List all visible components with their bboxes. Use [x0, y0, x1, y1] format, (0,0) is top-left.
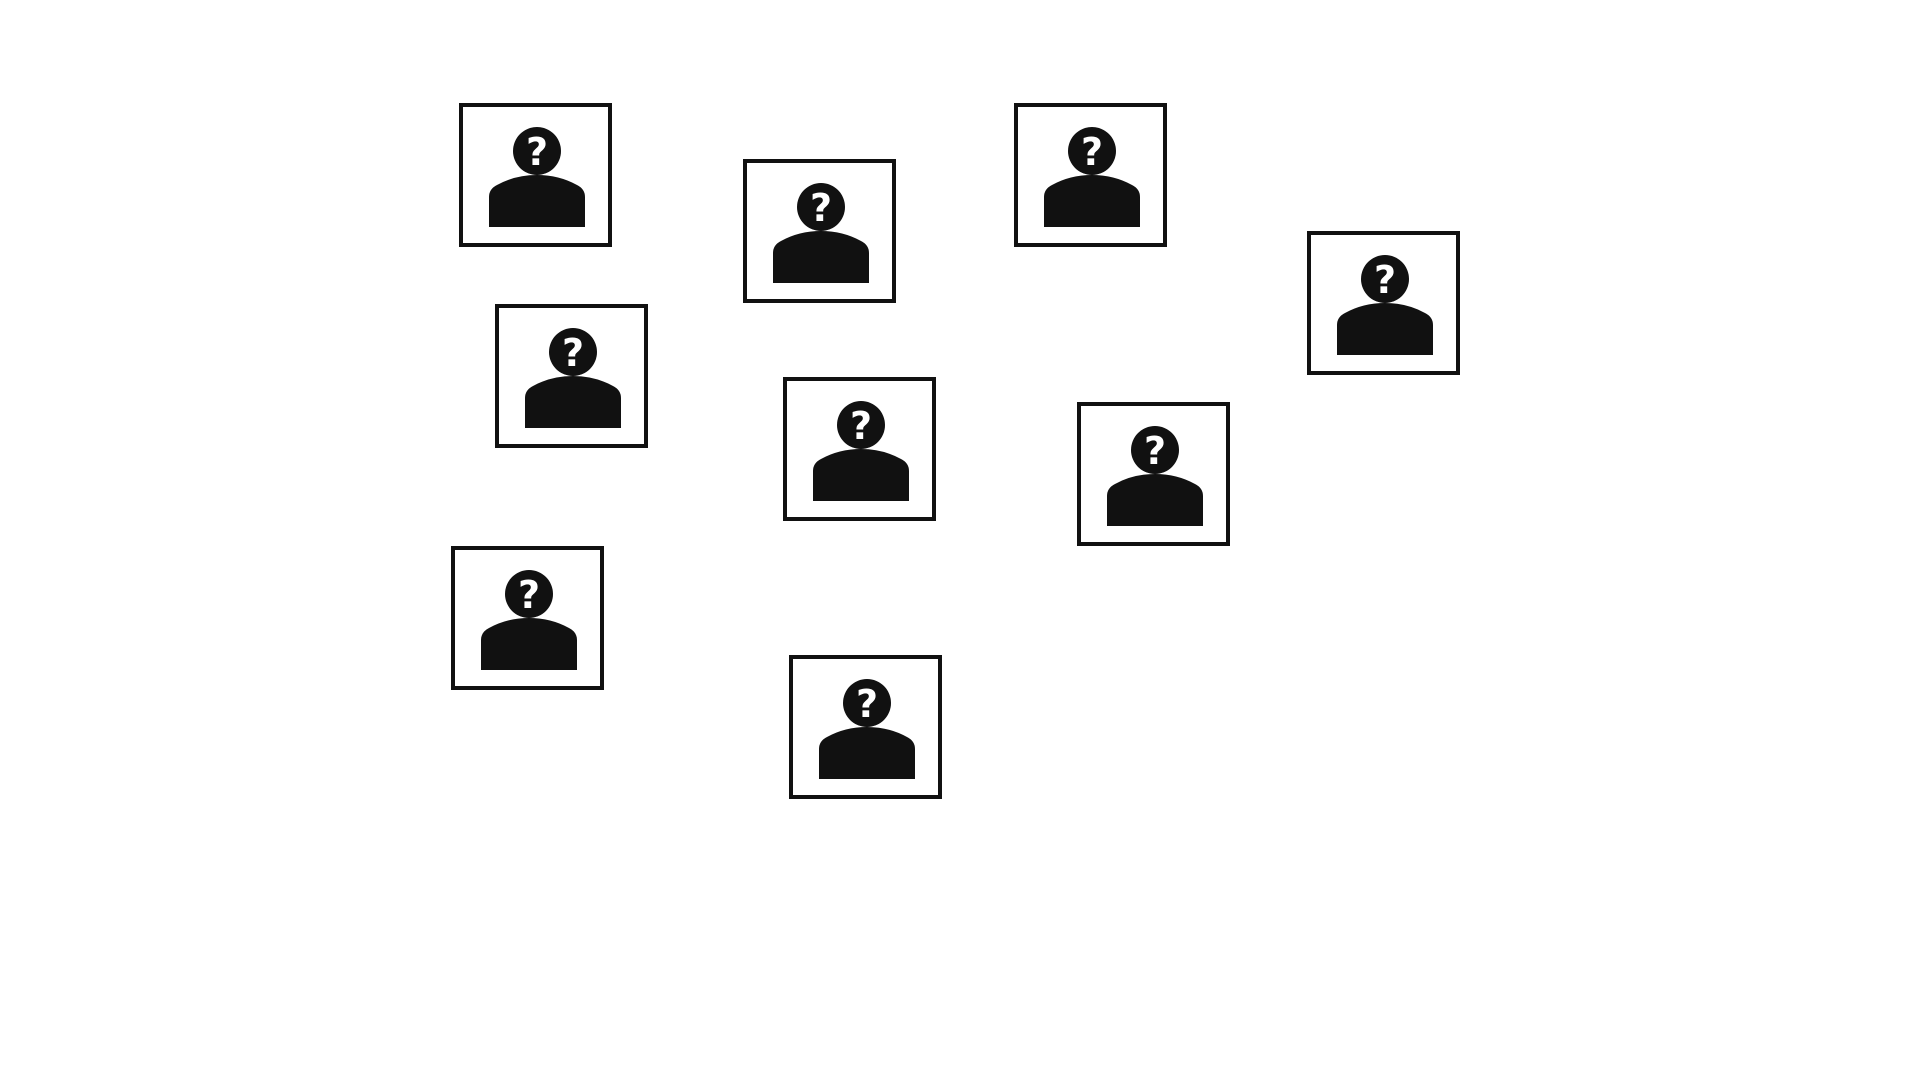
unknown-person-icon: ?	[481, 570, 577, 670]
question-mark-icon: ?	[526, 130, 548, 174]
person-body-shape	[819, 727, 915, 779]
person-body-shape	[489, 175, 585, 227]
profile-card[interactable]: ?	[783, 377, 936, 521]
unknown-person-icon: ?	[813, 401, 909, 501]
person-head-shape	[505, 570, 553, 618]
person-head-shape	[549, 328, 597, 376]
question-mark-icon: ?	[810, 186, 832, 230]
person-head-shape	[1361, 255, 1409, 303]
question-mark-icon: ?	[850, 404, 872, 448]
profile-card[interactable]: ?	[789, 655, 942, 799]
person-body-shape	[481, 618, 577, 670]
person-head-shape	[1131, 426, 1179, 474]
unknown-person-icon: ?	[489, 127, 585, 227]
person-head-shape	[513, 127, 561, 175]
profile-card[interactable]: ?	[1077, 402, 1230, 546]
unknown-person-icon: ?	[1044, 127, 1140, 227]
profile-card[interactable]: ?	[1014, 103, 1167, 247]
unknown-person-icon: ?	[773, 183, 869, 283]
profile-card[interactable]: ?	[495, 304, 648, 448]
person-body-shape	[525, 376, 621, 428]
question-mark-icon: ?	[518, 573, 540, 617]
person-head-shape	[843, 679, 891, 727]
question-mark-icon: ?	[1374, 258, 1396, 302]
profile-card[interactable]: ?	[1307, 231, 1460, 375]
person-head-shape	[797, 183, 845, 231]
person-body-shape	[1337, 303, 1433, 355]
unknown-person-icon: ?	[819, 679, 915, 779]
person-body-shape	[773, 231, 869, 283]
question-mark-icon: ?	[1081, 130, 1103, 174]
person-body-shape	[1044, 175, 1140, 227]
question-mark-icon: ?	[562, 331, 584, 375]
profile-card[interactable]: ?	[743, 159, 896, 303]
person-head-shape	[1068, 127, 1116, 175]
profile-card[interactable]: ?	[459, 103, 612, 247]
question-mark-icon: ?	[1144, 429, 1166, 473]
unknown-person-icon: ?	[1107, 426, 1203, 526]
person-body-shape	[1107, 474, 1203, 526]
unknown-person-icon: ?	[1337, 255, 1433, 355]
question-mark-icon: ?	[856, 682, 878, 726]
person-head-shape	[837, 401, 885, 449]
profile-card[interactable]: ?	[451, 546, 604, 690]
person-body-shape	[813, 449, 909, 501]
unknown-person-icon: ?	[525, 328, 621, 428]
